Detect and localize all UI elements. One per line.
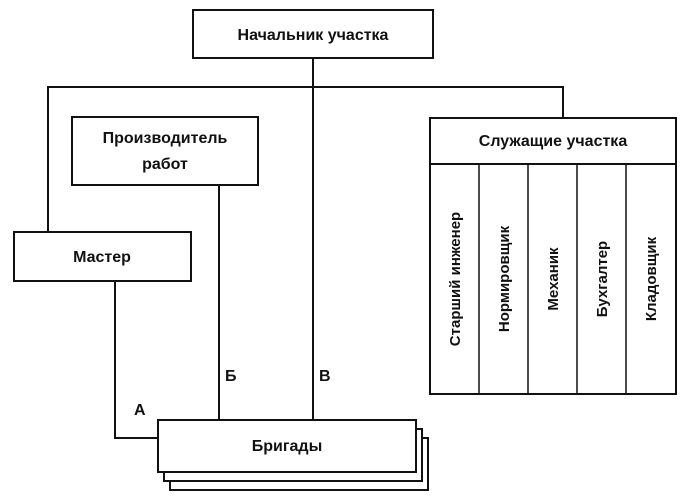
master-label: Мастер bbox=[73, 249, 131, 266]
staff-member-storekeeper: Кладовщик bbox=[643, 236, 660, 321]
staff-label: Служащие участка bbox=[479, 133, 628, 150]
line-label-v: В bbox=[319, 368, 331, 385]
connector-bus-top bbox=[47, 86, 564, 232]
connectors bbox=[47, 58, 564, 439]
staff-member-rate-setter: Нормировщик bbox=[496, 225, 513, 332]
head-label: Начальник участка bbox=[238, 27, 389, 44]
master-box bbox=[13, 231, 192, 282]
staff-member-accountant: Бухгалтер bbox=[594, 241, 611, 317]
line-label-b: Б bbox=[225, 368, 237, 385]
brigades-label: Бригады bbox=[252, 438, 323, 455]
staff-member-senior-engineer: Старший инженер bbox=[447, 212, 464, 346]
producer-label-line1: Производитель bbox=[103, 130, 228, 147]
producer-box bbox=[71, 116, 259, 186]
connector-master-to-brigades bbox=[114, 281, 158, 439]
line-label-a: А bbox=[134, 402, 146, 419]
brigades-box-front bbox=[157, 419, 417, 473]
head-box bbox=[192, 9, 434, 59]
producer-label-line2: работ bbox=[142, 156, 188, 173]
staff-columns: Старший инженер Нормировщик Механик Бухг… bbox=[447, 164, 660, 394]
staff-member-mechanic: Механик bbox=[545, 247, 562, 311]
